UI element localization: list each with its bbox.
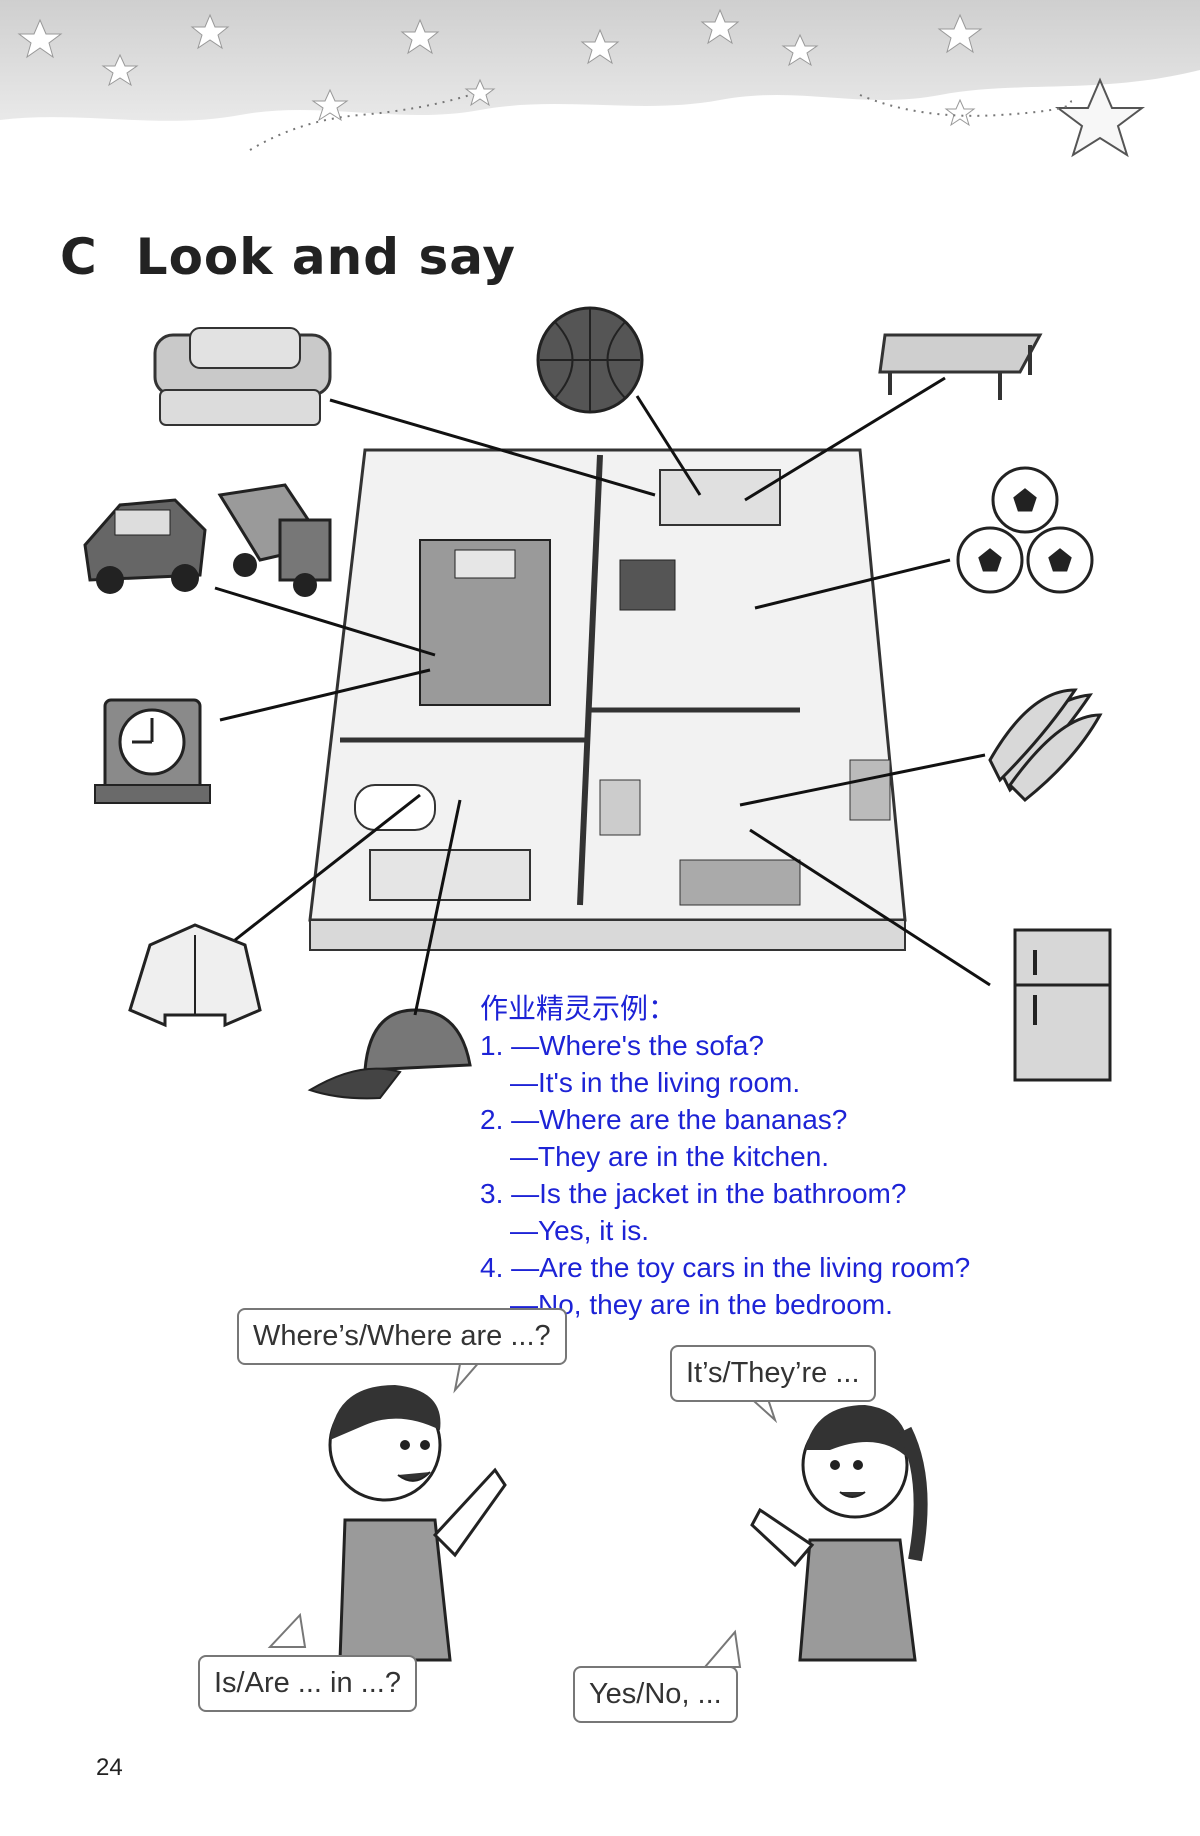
bananas-icon xyxy=(988,688,1103,803)
answer-heading: 作业精灵示例： xyxy=(480,993,677,1024)
star-icon xyxy=(190,13,230,50)
answer-line: 1. —Where's the sofa? xyxy=(480,1030,764,1061)
section-letter: C xyxy=(60,228,98,286)
star-icon xyxy=(311,88,349,122)
jacket-icon xyxy=(128,923,262,1028)
answer-line: —They are in the kitchen. xyxy=(510,1141,830,1172)
connector-lines xyxy=(214,376,991,1016)
star-icon xyxy=(700,8,740,45)
star-banner xyxy=(0,0,1200,158)
section-heading: Look and say xyxy=(135,228,517,286)
star-icon xyxy=(101,53,139,87)
basketball-icon xyxy=(536,306,644,414)
truck-icon xyxy=(217,483,332,597)
star-icon xyxy=(944,98,976,127)
house-scene xyxy=(83,306,1112,1100)
speech-bubble-is-are: Is/Are ... in ...? xyxy=(198,1655,417,1712)
speech-bubble-where: Where’s/Where are ...? xyxy=(237,1308,567,1365)
bubble-text: It’s/They’re ... xyxy=(686,1357,860,1389)
star-icon xyxy=(400,18,440,55)
fridge-icon xyxy=(1013,928,1112,1082)
star-icon xyxy=(937,13,983,54)
page-number: 24 xyxy=(96,1754,123,1781)
star-icon xyxy=(17,18,63,59)
cap-icon xyxy=(307,1008,472,1100)
house-floorplan xyxy=(308,448,907,951)
children-illustration xyxy=(267,1337,928,1668)
answer-examples: 作业精灵示例： 1. —Where's the sofa? —It's in t… xyxy=(480,990,1100,1323)
boy-figure xyxy=(328,1385,507,1662)
bubble-text: Is/Are ... in ...? xyxy=(214,1667,401,1699)
bubble-text: Yes/No, ... xyxy=(589,1678,722,1710)
star-icon xyxy=(781,33,819,67)
answer-line: 4. —Are the toy cars in the living room? xyxy=(480,1252,971,1283)
answer-line: 2. —Where are the bananas? xyxy=(480,1104,848,1135)
clock-icon xyxy=(94,698,211,804)
table-icon xyxy=(878,333,1043,400)
footballs-icon xyxy=(956,466,1094,594)
answer-line: —No, they are in the bedroom. xyxy=(510,1289,893,1320)
answer-line: —It's in the living room. xyxy=(510,1067,801,1098)
girl-figure xyxy=(750,1405,928,1662)
car-icon xyxy=(83,498,207,594)
star-icon xyxy=(580,28,620,65)
answer-line: —Yes, it is. xyxy=(510,1215,650,1246)
bubble-text: Where’s/Where are ...? xyxy=(253,1320,551,1352)
sofa-icon xyxy=(153,327,332,426)
star-icon xyxy=(464,78,496,107)
answer-line: 3. —Is the jacket in the bathroom? xyxy=(480,1178,907,1209)
section-title: C Look and say xyxy=(60,228,516,286)
speech-bubble-yes-no: Yes/No, ... xyxy=(573,1666,738,1723)
speech-bubble-its: It’s/They’re ... xyxy=(670,1345,876,1402)
star-icon xyxy=(1055,77,1145,158)
